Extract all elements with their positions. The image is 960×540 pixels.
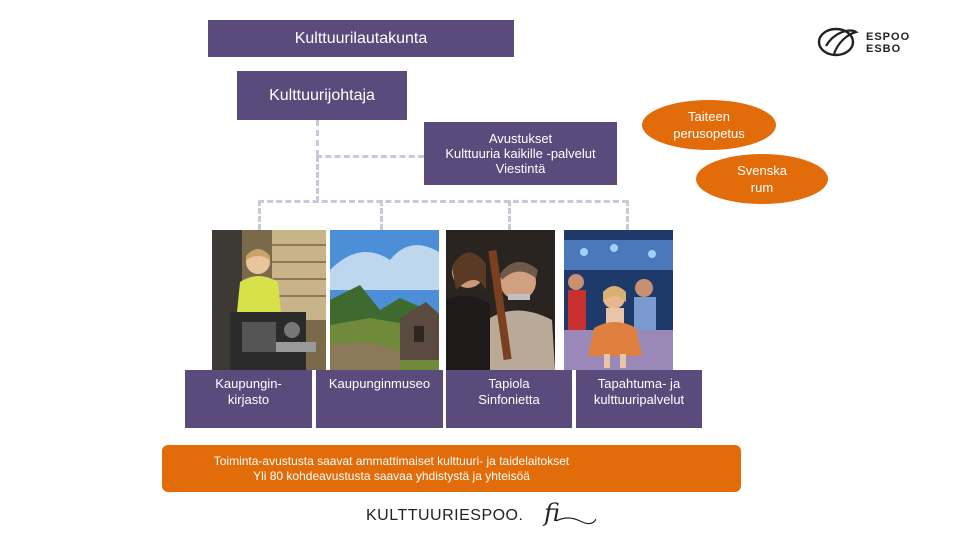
banner-line-1: Toiminta-avustusta saavat ammattimaiset … [182,454,601,469]
board-box: Kulttuurilautakunta [208,20,514,57]
connector-units-vertical [316,156,319,202]
connector-unit-4 [626,200,629,230]
connector-unit-3 [508,200,511,230]
unit-tapiola-sinfonietta: Tapiola Sinfonietta [446,370,572,428]
event-child-photo [564,230,673,370]
orchestra-bassoon-photo [446,230,555,370]
unit-kaupunginmuseo: Kaupunginmuseo [316,370,443,428]
oval-svenska-rum: Svenska rum [696,154,828,204]
unit-kaupunginkirjasto: Kaupungin- kirjasto [185,370,312,428]
connector-director-vertical [316,120,319,156]
oval-taiteen-perusopetus: Taiteen perusopetus [642,100,776,150]
banner-line-2: Yli 80 kohdeavustusta saavaa yhdistystä … [182,469,601,484]
connector-unit-2 [380,200,383,230]
grants-banner: Toiminta-avustusta saavat ammattimaiset … [162,445,741,492]
kulttuuriespoo-wordmark: KULTTUURIESPOO. [366,507,523,525]
museum-landscape-photo [330,230,439,370]
logo-text-esbo: ESBO [866,43,901,55]
unit-tapahtuma-ja-kulttuuripalvelut: Tapahtuma- ja kulttuuripalvelut [576,370,702,428]
staff-functions-box: Avustukset Kulttuuria kaikille -palvelut… [424,122,617,185]
kulttuuriespoo-logo: KULTTUURIESPOO. fi [366,501,606,531]
espoo-logo: ESPOO ESBO [816,24,916,60]
espoo-logo-mark [816,24,860,60]
connector-units-horizontal [258,200,628,203]
script-swash [556,515,596,527]
logo-text-espoo: ESPOO [866,31,910,43]
connector-staff-horizontal [316,155,424,158]
library-maker-photo [212,230,326,370]
connector-unit-1 [258,200,261,230]
director-box: Kulttuurijohtaja [237,71,407,120]
